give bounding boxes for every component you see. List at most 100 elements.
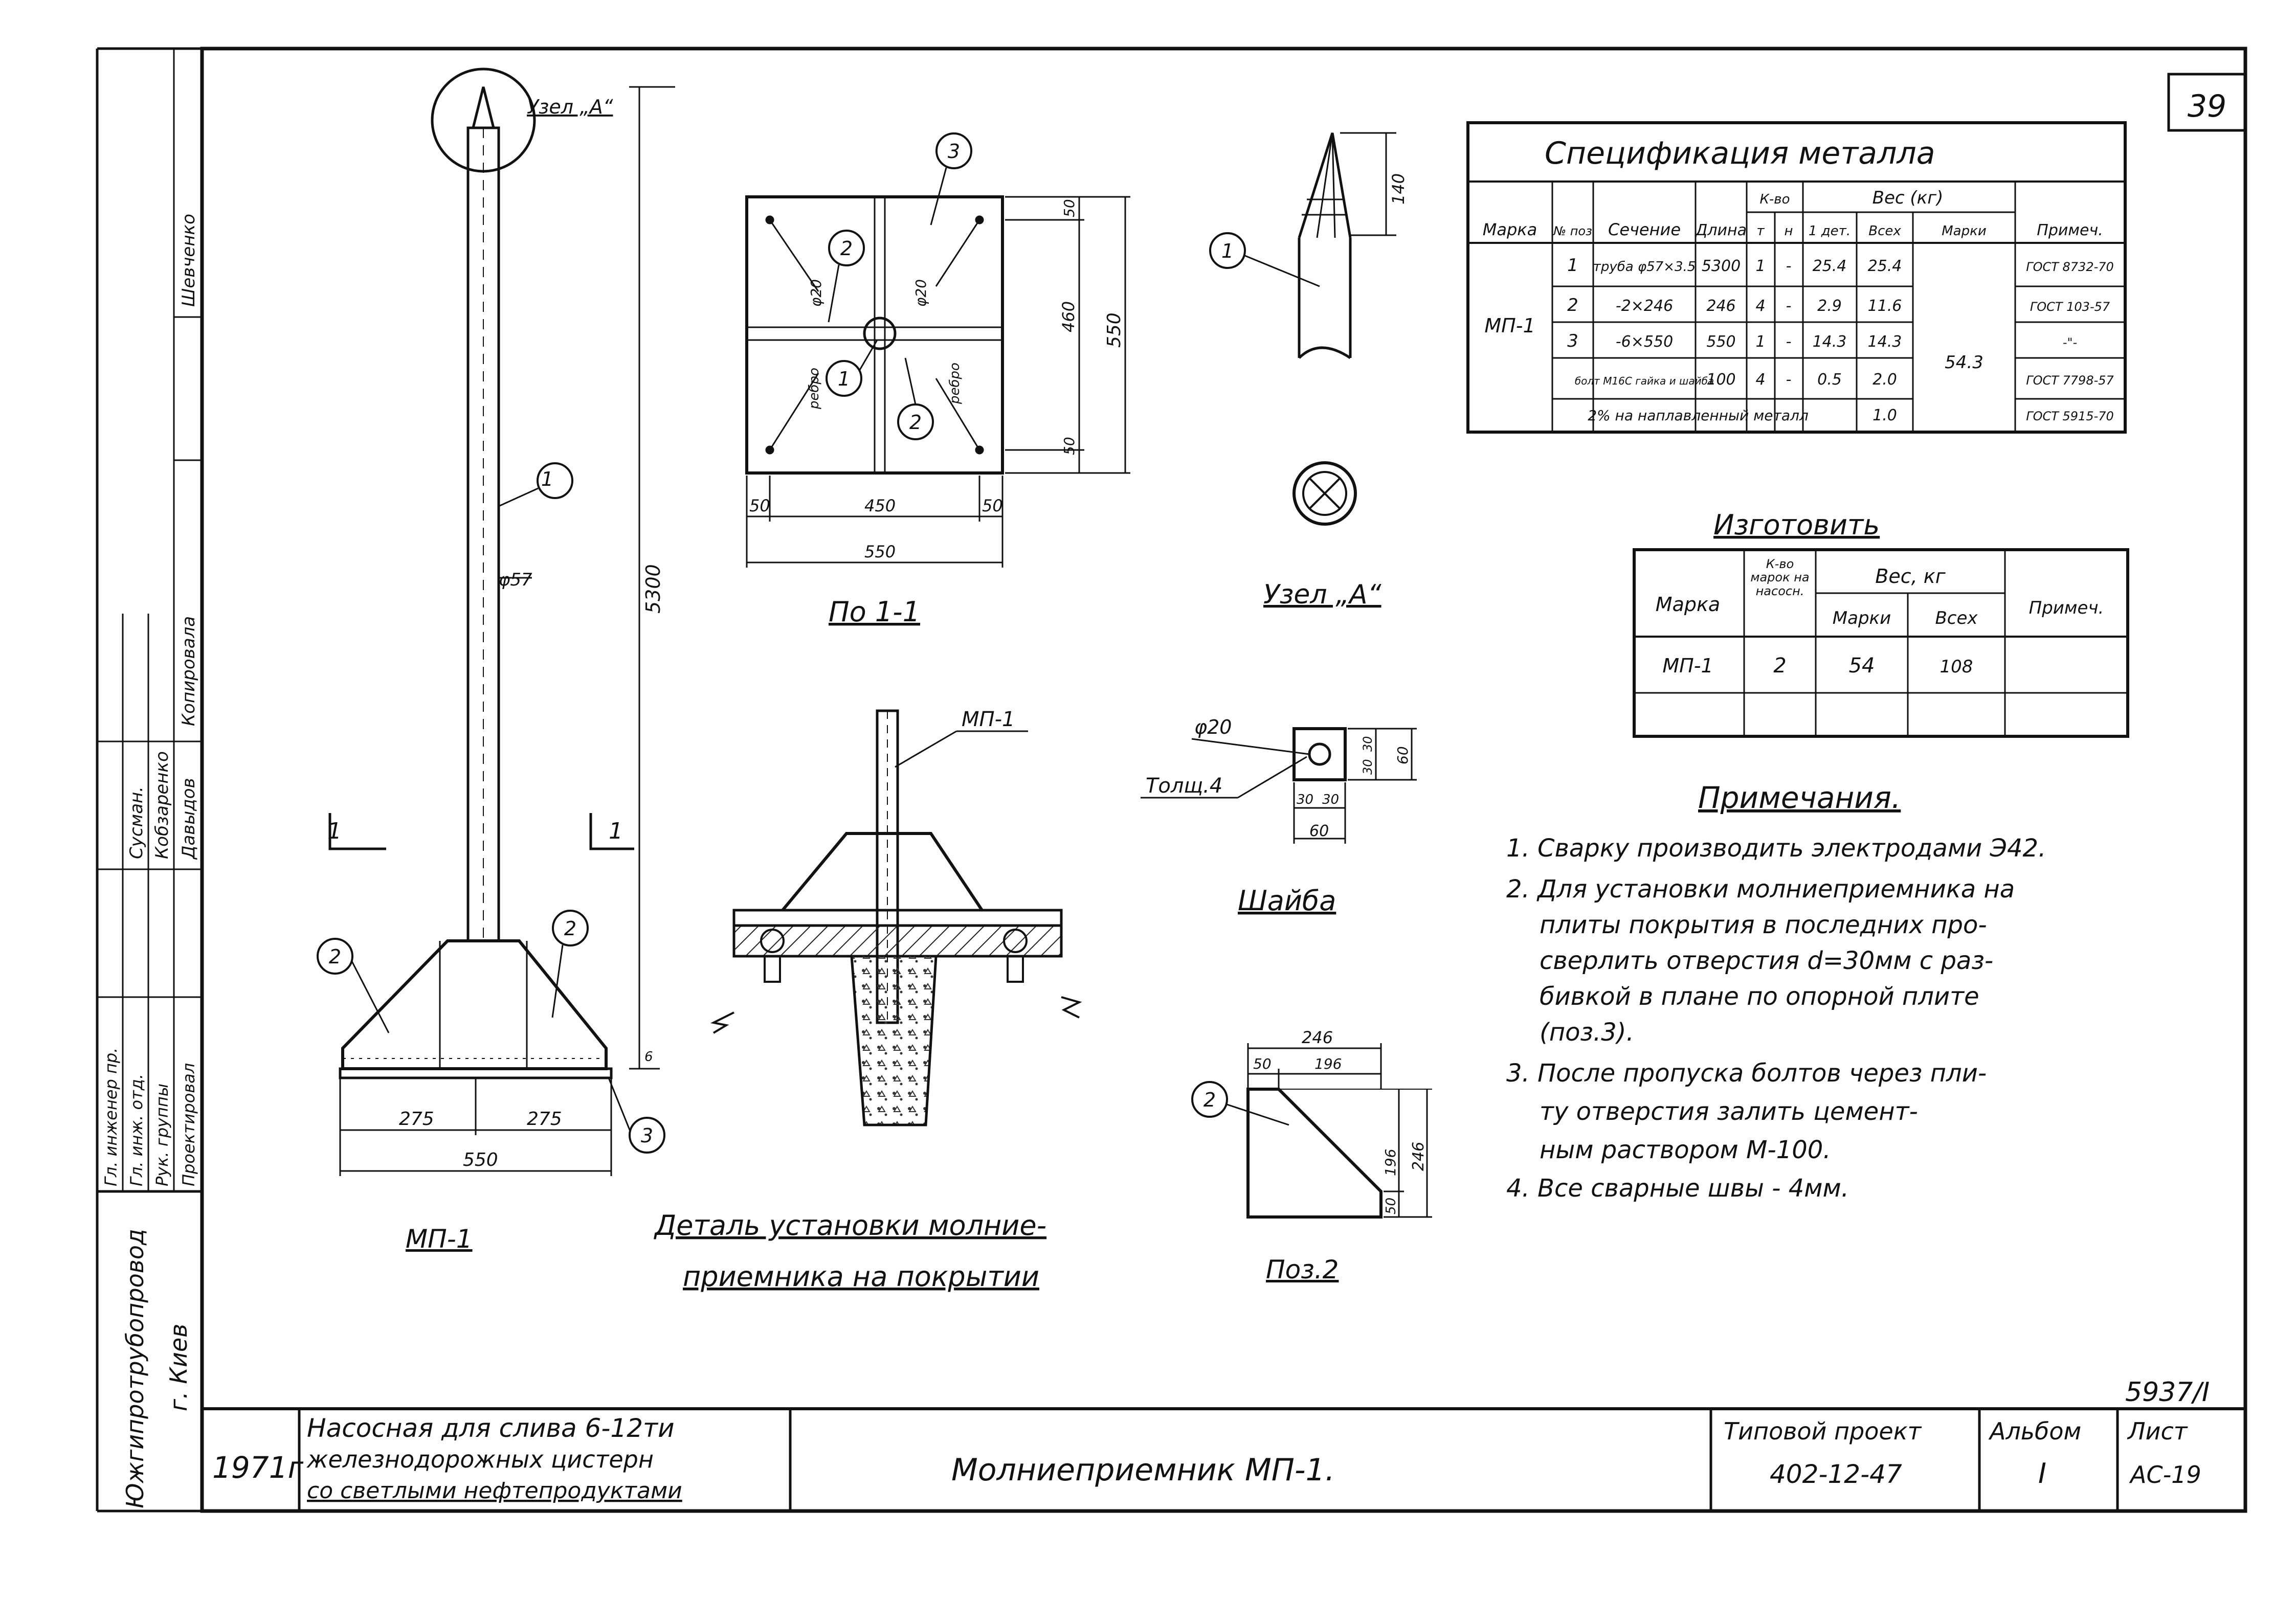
pos2-labels: 2 246 50 196 196 246 50 Поз.2 <box>1203 1028 1428 1284</box>
mp1-title: МП-1 <box>406 1224 473 1254</box>
spec-r1-w1: 25.4 <box>1813 257 1847 275</box>
plan-dim-550-v: 550 <box>1104 312 1125 348</box>
sheet-value: АС-19 <box>2129 1461 2201 1489</box>
fab-h-w-mark: Марки <box>1833 608 1891 628</box>
spec-title: Спецификация металла <box>1545 136 1935 171</box>
pipe-diameter-label: φ57 <box>499 570 532 590</box>
organization-line-2: г. Киев <box>165 1324 192 1411</box>
dim-275-left: 275 <box>399 1109 434 1130</box>
plan-marker-2-bottom: 2 <box>909 411 922 434</box>
detail-title-1: Деталь установки молние- <box>654 1209 1046 1242</box>
spec-h-pos: № поз <box>1552 224 1592 238</box>
left-stamp: Южгипротрубопровод г. Киев Гл. инженер п… <box>101 214 199 1508</box>
washer-dim-30a: 30 <box>1297 792 1313 807</box>
node-a-callout: Узел „А“ <box>527 96 613 118</box>
spec-h-section: Сечение <box>1608 220 1681 239</box>
spec-h-marka: Марка <box>1483 220 1537 239</box>
plan-marker-3: 3 <box>948 140 960 163</box>
fab-h-count: К-во марок на насосн. <box>1750 557 1810 598</box>
fabricate-text: Изготовить Марка К-во марок на насосн. В… <box>1656 509 2104 678</box>
washer-dim-60v: 60 <box>1394 746 1411 764</box>
spec-r3-qt: 1 <box>1755 333 1765 351</box>
stamp-name-5: Шевченко <box>179 214 199 307</box>
fab-h-w-all: Всех <box>1935 608 1978 628</box>
fab-r1-marka: МП-1 <box>1662 655 1713 677</box>
spec-h-weight: Вес (кг) <box>1873 188 1944 208</box>
stamp-name-4: Копировала <box>179 616 199 726</box>
spec-h-qty-n: н <box>1785 223 1793 239</box>
plan-dim-450: 450 <box>864 496 896 515</box>
note-line-7: 3. После пропуска болтов через пли- <box>1506 1059 1987 1088</box>
plan-hole-left: φ20 <box>808 279 824 307</box>
spec-r3-qn: - <box>1786 333 1792 351</box>
organization-line-1: Южгипротрубопровод <box>121 1229 149 1508</box>
spec-r3-length: 550 <box>1706 333 1735 351</box>
spec-h-w-all: Всех <box>1868 223 1901 239</box>
plan-marker-1: 1 <box>838 368 850 390</box>
pos2-detail <box>1191 1043 1432 1219</box>
note-line-6: (поз.3). <box>1540 1018 1634 1047</box>
spec-r3-pos: 3 <box>1567 331 1578 351</box>
section-1-1-plan <box>745 132 1130 568</box>
note-line-8: ту отверстия залить цемент- <box>1540 1097 1918 1126</box>
stamp-name-3: Давыдов <box>179 778 199 860</box>
pos2-dim-196-top: 196 <box>1314 1055 1342 1072</box>
spec-group-mark: МП-1 <box>1484 314 1535 337</box>
page-number: 39 <box>2188 88 2226 124</box>
spec-r1-note: ГОСТ 8732-70 <box>2026 260 2114 274</box>
plan-dim-550: 550 <box>864 542 896 561</box>
spec-r3-w1: 14.3 <box>1813 333 1847 351</box>
spec-r2-wall: 11.6 <box>1868 297 1902 315</box>
spec-h-qty-t: т <box>1756 223 1765 239</box>
spec-r3-section: -6×550 <box>1616 333 1673 351</box>
mp1-elevation <box>317 67 675 1176</box>
stamp-role-4: Проектировал <box>179 1063 198 1186</box>
spec-r4-qt: 4 <box>1755 371 1765 389</box>
mp1-labels: 1 Узел „А“ φ57 5300 6 1 1 2 2 3 275 275 … <box>327 96 664 1254</box>
spec-r2-section: -2×246 <box>1616 297 1673 315</box>
spec-r4-length: 100 <box>1706 371 1735 389</box>
pos2-dim-50-side: 50 <box>1384 1198 1399 1214</box>
album-value: I <box>2038 1457 2046 1490</box>
spec-r1-section: труба φ57×3.5 <box>1593 259 1696 275</box>
washer-detail <box>1141 727 1417 844</box>
pos2-dim-246-top: 246 <box>1302 1028 1333 1047</box>
spec-h-qty: К-во <box>1759 192 1790 207</box>
spec-r4-qn: - <box>1786 371 1792 389</box>
album-label: Альбом <box>1988 1417 2081 1445</box>
washer-dim-60: 60 <box>1309 822 1329 840</box>
base-height-label: 6 <box>644 1049 653 1065</box>
spec-h-w-mark: Марки <box>1942 223 1986 239</box>
project-title-line-1: Насосная для слива 6-12ти <box>307 1413 675 1443</box>
fabricate-table <box>1633 548 2129 738</box>
washer-hole: φ20 <box>1194 716 1232 738</box>
standard-project-label: Типовой проект <box>1724 1417 1922 1445</box>
height-5300-label: 5300 <box>642 564 664 614</box>
pos2-dim-246-side: 246 <box>1410 1142 1428 1171</box>
sheet-label: Лист <box>2127 1417 2188 1445</box>
spec-text: Спецификация металла Марка № поз Сечение… <box>1483 136 2114 424</box>
detail-mp1-label: МП-1 <box>962 708 1015 731</box>
spec-r3-note: -"- <box>2063 335 2077 350</box>
node-a-labels: 1 140 Узел „А“ <box>1221 173 1408 610</box>
spec-r4-section: болт М16С гайка и шайба <box>1575 375 1714 387</box>
spec-h-w-one: 1 дет. <box>1809 223 1851 239</box>
node-a-detail <box>1209 132 1396 526</box>
detail-title-2: приемника на покрытии <box>683 1260 1039 1293</box>
dim-275-right: 275 <box>527 1109 562 1130</box>
stamp-role-2: Гл. инж. отд. <box>127 1074 146 1186</box>
fabricate-title: Изготовить <box>1713 509 1880 541</box>
node-a-dim: 140 <box>1389 173 1408 205</box>
spec-r2-qt: 4 <box>1755 297 1765 315</box>
note-line-4: сверлить отверстия d=30мм с раз- <box>1540 946 1993 975</box>
spec-r2-note: ГОСТ 103-57 <box>2030 300 2110 314</box>
plan-marker-2-top: 2 <box>840 237 853 260</box>
spec-r5-wall: 1.0 <box>1873 407 1897 424</box>
pos2-dim-50: 50 <box>1253 1055 1272 1072</box>
notes-title: Примечания. <box>1698 780 1901 815</box>
stamp-role-1: Гл. инженер пр. <box>101 1048 121 1186</box>
note-line-5: бивкой в плане по опорной плите <box>1540 982 1979 1011</box>
washer-dim-30c: 30 <box>1361 736 1375 752</box>
spec-r2-w1: 2.9 <box>1817 297 1842 315</box>
note-line-10: 4. Все сварные швы - 4мм. <box>1506 1174 1849 1203</box>
